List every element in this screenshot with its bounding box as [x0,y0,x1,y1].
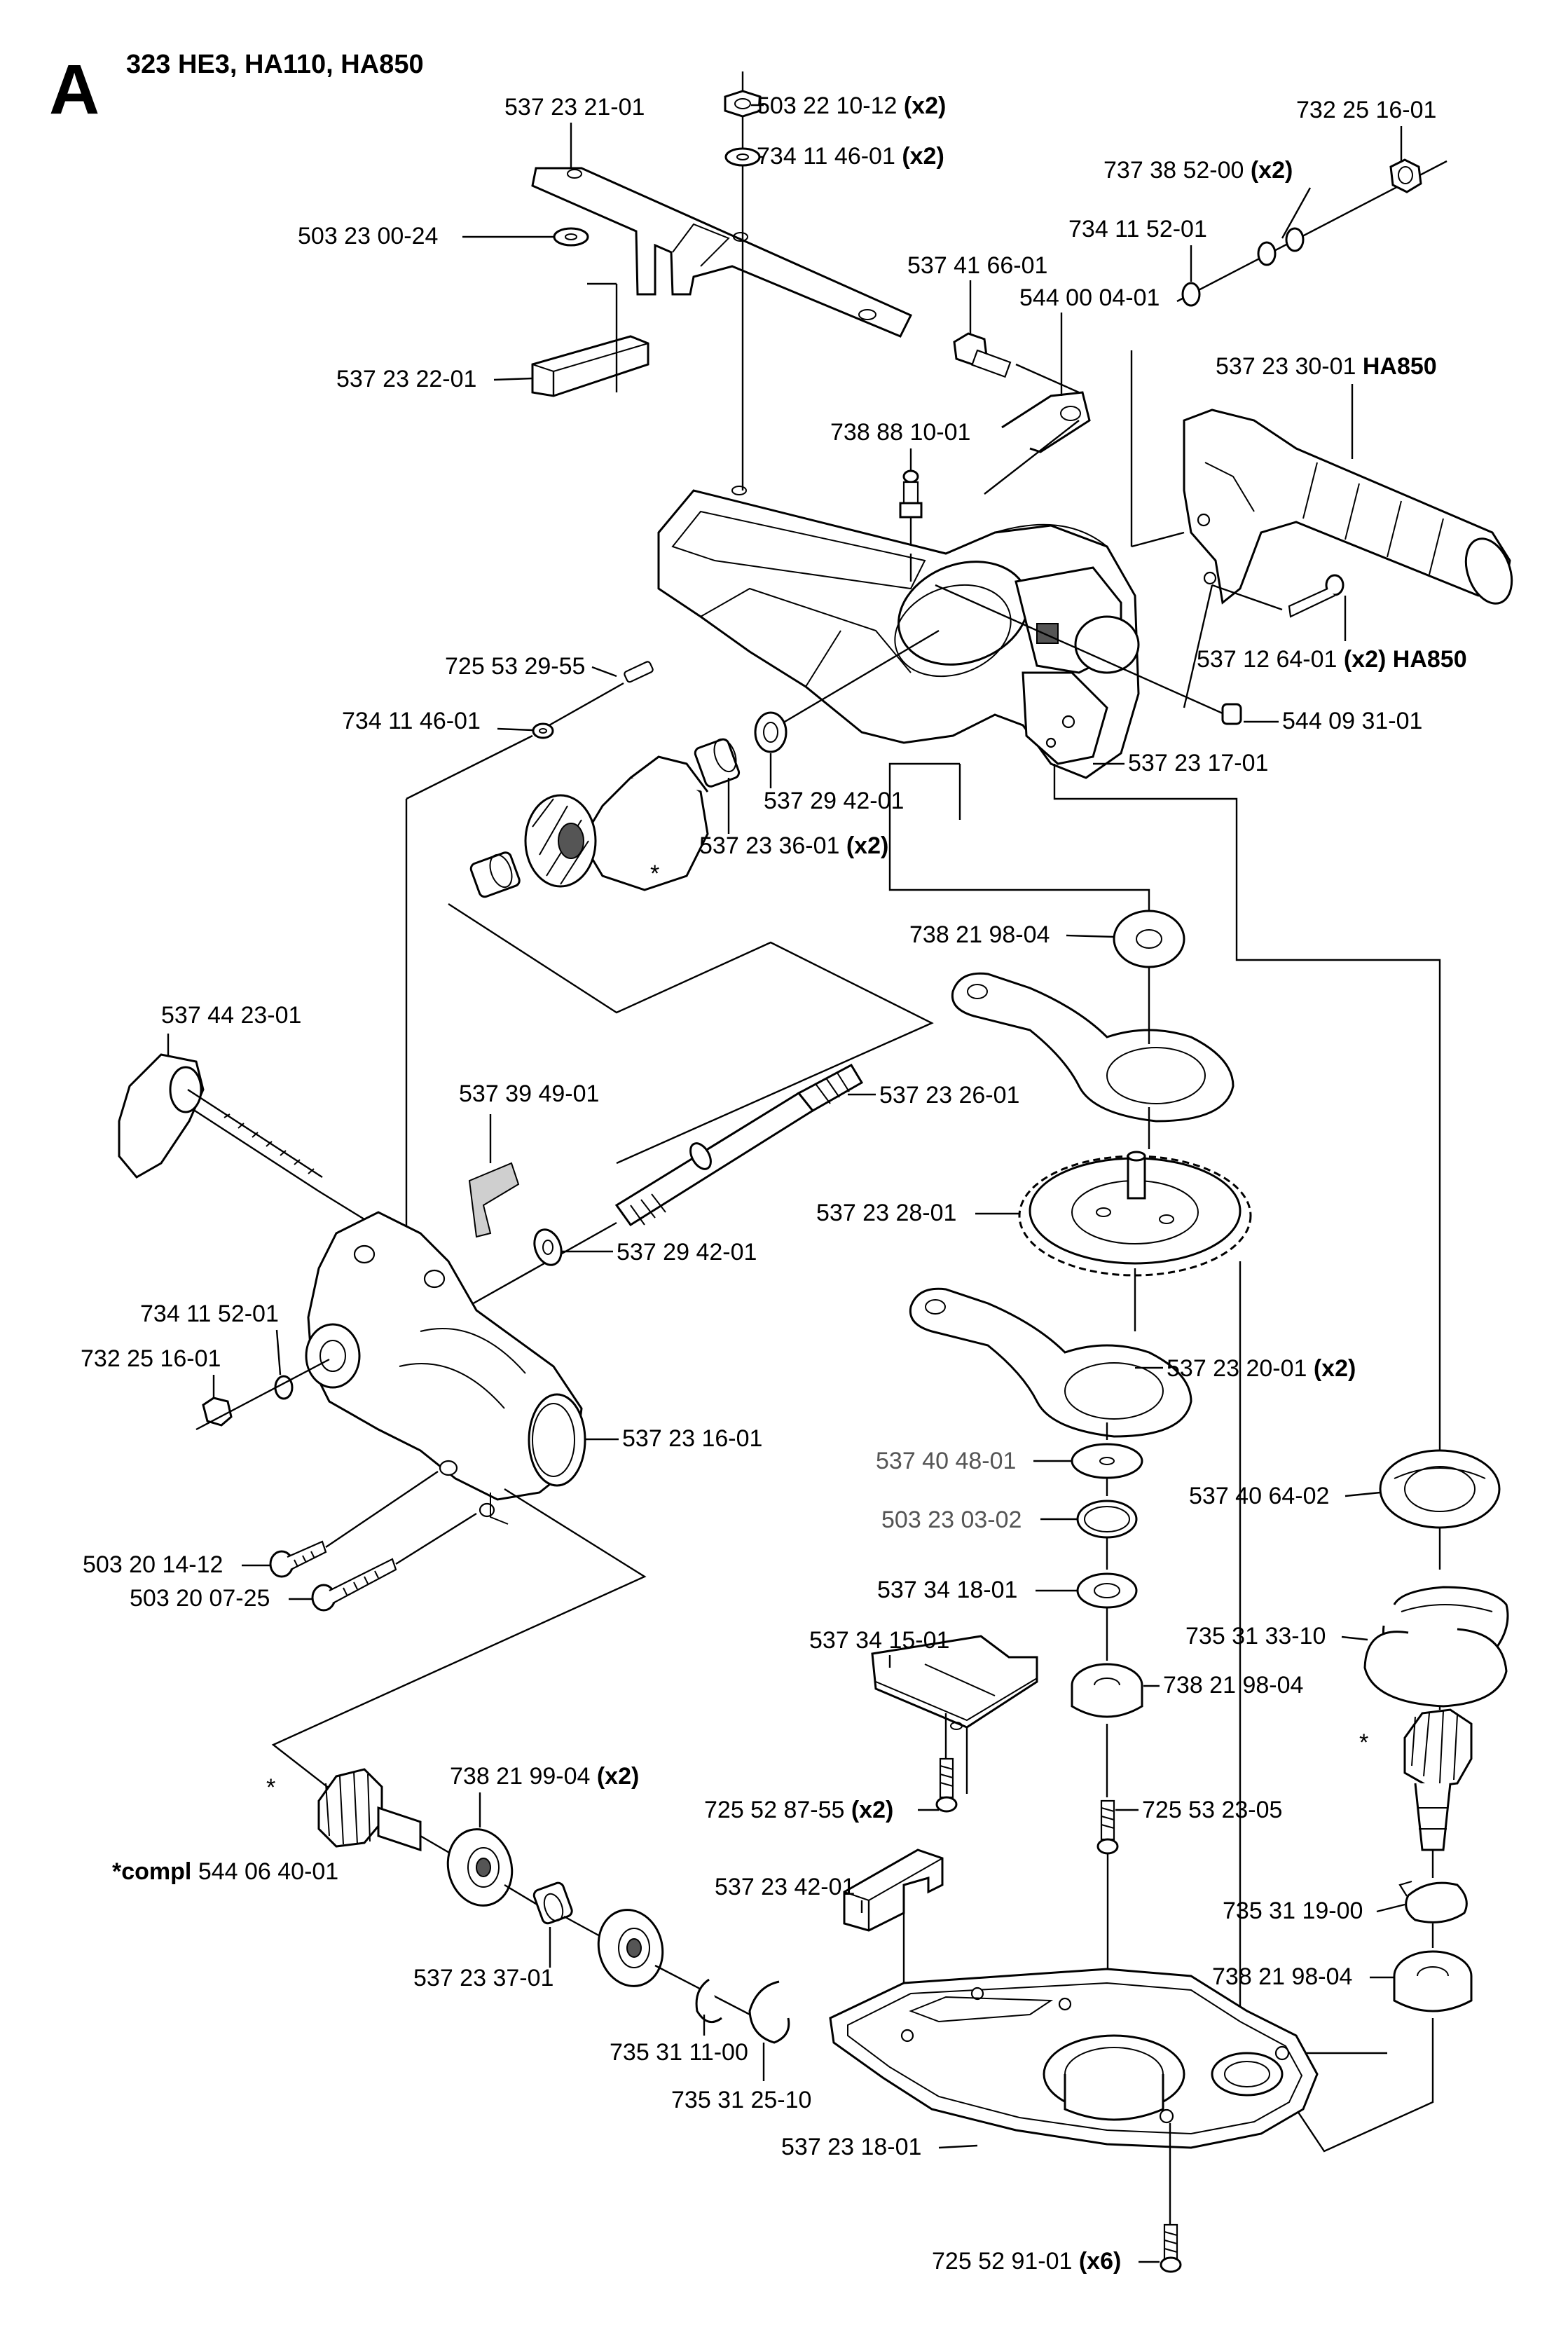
label-p25: 537 29 42-01 [617,1239,757,1265]
main-gear-housing [657,486,1140,779]
label-p48: 537 23 18-01 [781,2134,921,2160]
label-p32: 503 23 03-02 [881,1507,1022,1533]
label-p40: 725 52 87-55 (x2) [704,1797,893,1823]
label-p37: 735 31 33-10 [1185,1623,1326,1649]
label-p07: 734 11 52-01 [1068,216,1207,242]
base-plate [829,1968,1319,2225]
washer-nut-left [195,1358,330,1431]
right-pinion-stack [1053,764,1509,2153]
lower-left-pinion-assembly [317,1768,790,2044]
label-p27: 732 25 16-01 [81,1345,221,1372]
label-compl: *compl 544 06 40-01 [112,1858,338,1885]
label-p22: 537 39 49-01 [459,1081,599,1107]
label-p31: 537 40 64-02 [1189,1483,1329,1509]
label-p45: 738 21 98-04 [1212,1963,1352,1990]
label-p17: 537 23 17-01 [1128,750,1268,776]
label-p49: 725 52 91-01 (x6) [932,2248,1121,2275]
pin-and-washer-left [405,661,654,1268]
label-p18: 537 29 42-01 [764,788,904,814]
label-p10: 537 23 22-01 [336,366,476,392]
label-p43: 735 31 19-00 [1223,1898,1363,1924]
label-p35: 537 34 18-01 [877,1577,1017,1603]
label-p36: 537 34 15-01 [809,1627,949,1654]
label-p33: 503 20 14-12 [83,1551,223,1578]
label-p13: 537 12 64-01 (x2) HA850 [1197,646,1467,673]
washer-chain-right [1176,158,1447,307]
label-p08: 537 41 66-01 [907,252,1047,279]
circlip-735-31-33-10 [1363,1628,1508,1708]
label-p11: 537 23 30-01 HA850 [1216,353,1437,380]
screw-and-clip [953,332,1091,495]
label-p30: 537 40 48-01 [876,1448,1016,1474]
label-p38: 738 21 98-04 [1163,1672,1303,1699]
label-p15: 734 11 46-01 [342,708,481,734]
central-gear-stack [888,762,1252,1797]
label-asterisk-top: * [650,860,659,887]
label-p34: 503 20 07-25 [130,1585,270,1612]
housing-screws [269,1471,477,1612]
label-p39: 738 21 99-04 (x2) [450,1763,639,1790]
small-screws-center [935,1757,1119,2078]
washer-503-23-00-24 [553,227,589,247]
label-p26: 734 11 52-01 [140,1301,279,1327]
cap-544-09-31-01 [935,584,1242,725]
label-p47: 735 31 25-10 [671,2087,811,2113]
label-p24: 537 23 28-01 [816,1200,956,1226]
side-handle-ha850 [1130,350,1513,605]
label-p04: 732 25 16-01 [1296,97,1436,123]
grease-nipple [899,469,923,554]
bottom-screw [1160,2223,1182,2273]
key-537-39-49-01 [468,1114,520,1238]
label-p20: 738 21 98-04 [909,921,1050,948]
washer-lower-left [533,1228,563,1266]
label-p23: 537 23 26-01 [879,1082,1019,1109]
part-labels: 537 23 21-01 503 22 10-12 (x2) 734 11 46… [81,92,1467,2275]
label-p12: 738 88 10-01 [830,419,970,446]
models-title: 323 HE3, HA110, HA850 [126,50,424,79]
drawing-artwork [118,71,1513,2273]
label-p46: 735 31 11-00 [610,2039,748,2066]
label-p19: 537 23 36-01 (x2) [699,832,888,859]
bracket-plate [531,167,913,338]
top-nut-washer [724,71,762,491]
label-p16: 544 09 31-01 [1282,708,1422,734]
adjusting-knob [118,1053,365,1221]
label-p28: 537 23 20-01 (x2) [1167,1355,1356,1382]
label-p05: 737 38 52-00 (x2) [1103,157,1293,184]
block-537-23-42-01 [843,1848,944,1983]
drive-shaft [448,1064,864,1319]
label-p03: 734 11 46-01 (x2) [757,143,944,170]
rubber-block [531,282,649,397]
label-p21: 537 44 23-01 [161,1002,301,1029]
section-letter: A [49,50,99,129]
label-p01: 537 23 21-01 [504,94,645,121]
bevel-gear-and-bushings [448,629,940,1165]
label-p42: 537 23 42-01 [715,1874,855,1900]
label-p14: 725 53 29-55 [445,653,585,680]
label-asterisk-left: * [266,1774,275,1801]
label-asterisk-right: * [1359,1729,1368,1756]
left-gear-housing [271,1211,647,1795]
label-p06: 503 23 00-24 [298,223,438,249]
cover-537-34-15-01 [871,1635,1038,1794]
label-p41: 725 53 23-05 [1142,1797,1282,1823]
label-p44: 537 23 37-01 [413,1965,553,1991]
label-p29: 537 23 16-01 [622,1425,762,1452]
label-p09: 544 00 04-01 [1019,284,1160,311]
label-p02: 503 22 10-12 (x2) [757,92,946,119]
handle-screws [1183,574,1345,708]
